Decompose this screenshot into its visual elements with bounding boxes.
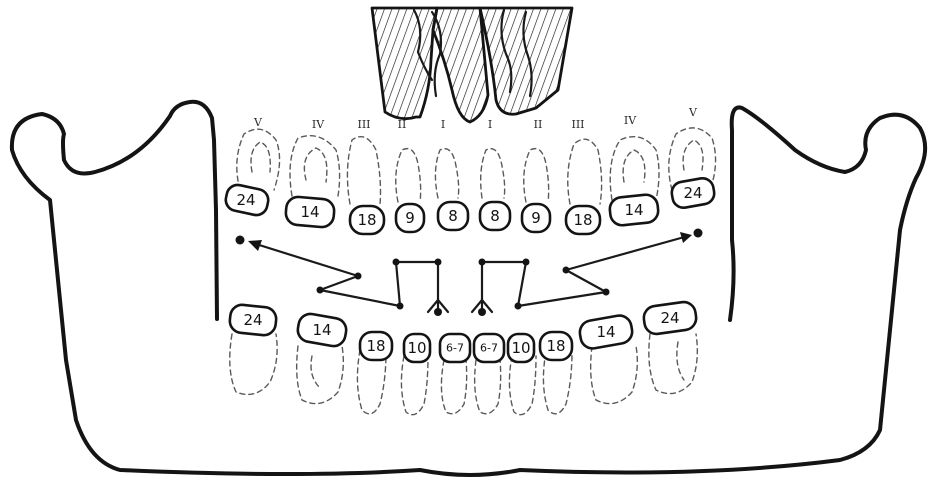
tooth-number: 9 xyxy=(405,209,415,227)
tooth-number: 18 xyxy=(573,211,592,229)
tooth-number: 24 xyxy=(683,184,702,202)
upper-tooth: 14 xyxy=(609,194,660,227)
tooth-number: 24 xyxy=(243,311,262,329)
roman-label: V xyxy=(688,106,698,119)
lower-tooth: 18 xyxy=(540,332,572,360)
upper-crowns: 24 14 18 9 8 8 9 18 xyxy=(224,177,716,234)
roman-label: V xyxy=(253,116,263,129)
tooth-number: 9 xyxy=(531,209,541,227)
lower-tooth: 6-7 xyxy=(440,334,470,362)
roman-label: III xyxy=(357,118,370,131)
upper-tooth: 9 xyxy=(396,204,424,232)
upper-tooth: 9 xyxy=(522,204,550,232)
upper-tooth: 18 xyxy=(350,206,384,234)
endpoint-dot-left xyxy=(236,236,245,245)
tooth-number: 6-7 xyxy=(446,342,464,355)
tooth-number: 14 xyxy=(596,323,615,341)
lower-tooth: 24 xyxy=(229,304,278,337)
mandible-outline xyxy=(12,102,925,475)
arrow-head-left xyxy=(248,240,262,251)
upper-tooth: 8 xyxy=(480,202,510,230)
lower-tooth: 18 xyxy=(360,332,392,360)
tooth-number: 10 xyxy=(511,339,530,357)
tooth-number: 18 xyxy=(546,337,565,355)
upper-dashed-teeth xyxy=(237,128,716,204)
roman-label: II xyxy=(534,118,543,131)
eruption-sequence-left xyxy=(236,236,439,307)
roman-label: II xyxy=(398,118,407,131)
lower-crowns: 24 14 18 10 6-7 6-7 10 18 xyxy=(229,301,698,362)
roman-label: III xyxy=(571,118,584,131)
upper-tooth: 18 xyxy=(566,206,600,234)
roman-label: IV xyxy=(312,118,325,131)
tooth-number: 14 xyxy=(312,321,331,339)
upper-incisors-cross-section xyxy=(372,8,572,122)
lower-tooth: 24 xyxy=(642,301,697,336)
upper-tooth: 14 xyxy=(285,196,335,228)
endpoint-dot-right xyxy=(694,229,703,238)
tooth-number: 8 xyxy=(448,207,458,225)
upper-tooth: 24 xyxy=(670,177,716,210)
roman-label: I xyxy=(488,118,492,131)
upper-tooth: 24 xyxy=(224,183,270,217)
tooth-number: 8 xyxy=(490,207,500,225)
tooth-number: 14 xyxy=(300,203,319,221)
central-forks xyxy=(428,300,492,316)
tooth-number: 6-7 xyxy=(480,342,498,355)
arrow-head-right xyxy=(680,232,692,243)
eruption-sequence-right xyxy=(482,229,703,307)
roman-label: I xyxy=(441,118,445,131)
lower-tooth: 6-7 xyxy=(474,334,504,362)
tooth-number: 18 xyxy=(366,337,385,355)
junction-dots xyxy=(317,259,610,310)
roman-label: IV xyxy=(624,114,637,127)
lower-tooth: 14 xyxy=(578,314,634,351)
upper-tooth: 8 xyxy=(438,202,468,230)
tooth-number: 18 xyxy=(357,211,376,229)
lower-tooth: 14 xyxy=(296,312,348,348)
lower-tooth: 10 xyxy=(404,334,430,362)
lower-tooth: 10 xyxy=(508,334,534,362)
tooth-number: 10 xyxy=(407,339,426,357)
tooth-number: 24 xyxy=(236,191,255,209)
tooth-number: 14 xyxy=(624,201,643,219)
tooth-number: 24 xyxy=(660,309,679,327)
